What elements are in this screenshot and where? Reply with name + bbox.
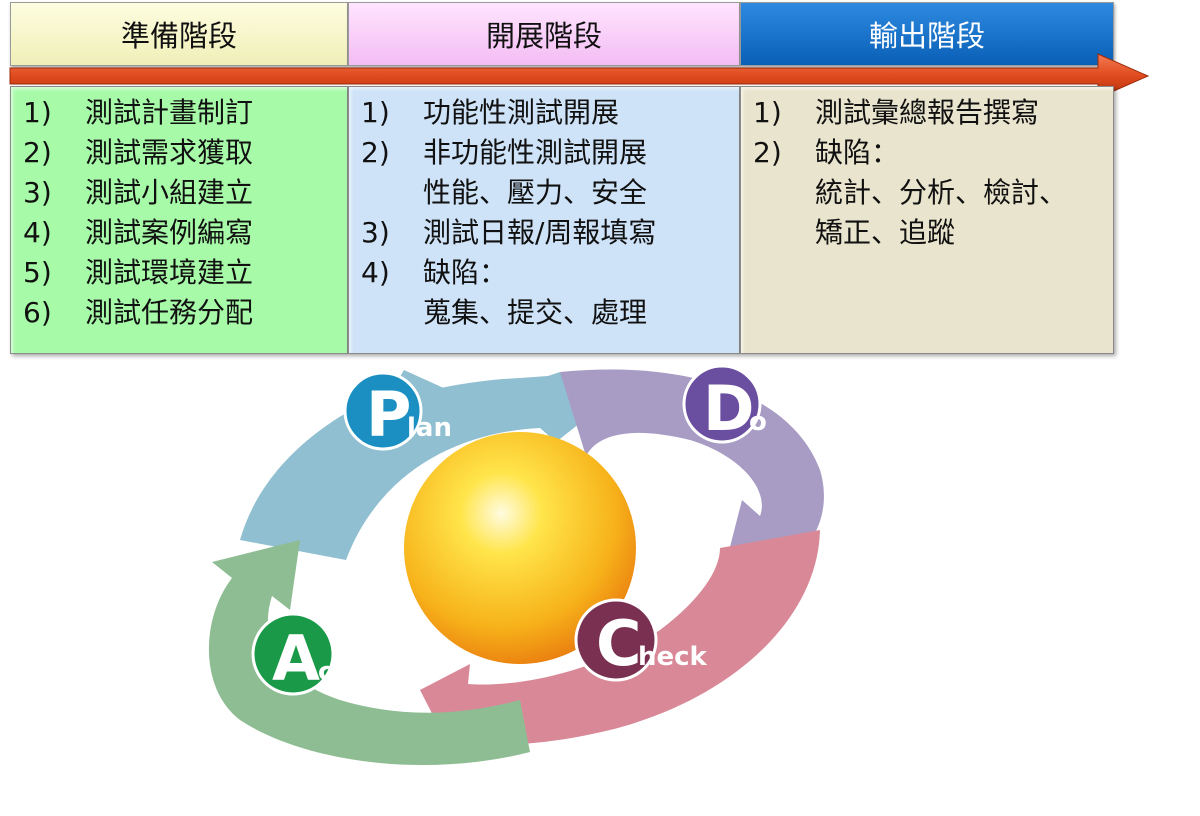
plan-arc (240, 372, 612, 560)
list-item: 2)測試需求獲取 (23, 136, 254, 169)
act-initial: A (272, 622, 320, 695)
list-item: 1)功能性測試開展 (361, 96, 620, 129)
list-item-continuation: 蒐集、提交、處理 (423, 296, 648, 329)
list-item: 5)測試環境建立 (23, 256, 254, 289)
check-rest: heck (638, 642, 708, 672)
check-badge: C heck (574, 598, 708, 682)
list-item: 2)非功能性測試開展 (361, 136, 648, 169)
phase-box-execution: 1)功能性測試開展 2)非功能性測試開展 性能、壓力、安全 3)測試日報/周報填… (348, 86, 740, 354)
list-item: 1)測試計畫制訂 (23, 96, 254, 129)
list-item: 2)缺陷： (753, 136, 900, 169)
plan-rest: lan (407, 413, 452, 443)
list-item: 4)測試案例編寫 (23, 216, 254, 249)
plan-initial: P (366, 378, 411, 451)
do-rest: o (749, 407, 767, 437)
list-item: 3)測試日報/周報填寫 (361, 216, 657, 249)
center-sphere (404, 432, 636, 664)
act-badge: A ct (251, 612, 346, 696)
do-initial: D (703, 372, 754, 445)
list-item: 3)測試小組建立 (23, 176, 254, 209)
phase-box-preparation: 1)測試計畫制訂 2)測試需求獲取 3)測試小組建立 4)測試案例編寫 5)測試… (10, 86, 348, 354)
list-item-continuation: 矯正、追蹤 (815, 216, 956, 249)
check-initial: C (596, 607, 642, 680)
phase-box-output: 1)測試彙總報告撰寫 2)缺陷： 統計、分析、檢討、 矯正、追蹤 (740, 86, 1114, 354)
act-arc (208, 540, 530, 766)
plan-badge: P lan (343, 371, 452, 451)
list-item: 1)測試彙總報告撰寫 (753, 96, 1040, 129)
list-item: 4)缺陷： (361, 256, 508, 289)
do-badge: D o (682, 364, 767, 445)
do-arc (560, 369, 824, 586)
act-rest: ct (318, 657, 346, 687)
list-item-continuation: 性能、壓力、安全 (423, 176, 648, 209)
list-item-continuation: 統計、分析、檢討、 (815, 176, 1068, 209)
list-item: 6)測試任務分配 (23, 296, 254, 329)
